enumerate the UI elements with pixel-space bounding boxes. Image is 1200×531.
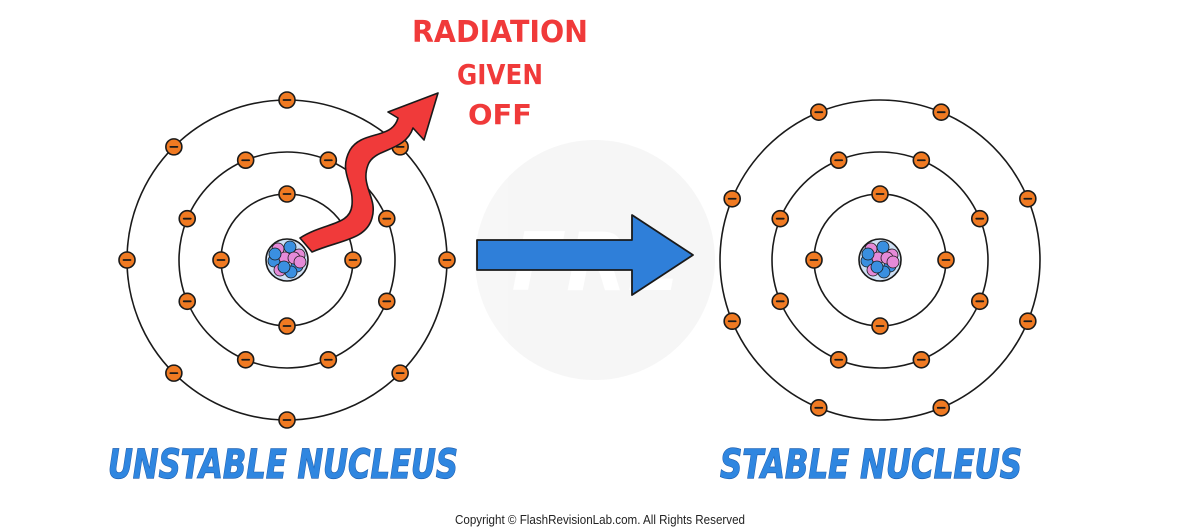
electron-icon: [771, 292, 790, 311]
electron-icon: [236, 350, 255, 369]
unstable-label: UNSTABLE NUCLEUS: [108, 442, 458, 488]
electron-icon: [278, 185, 296, 203]
transition-arrow: [476, 214, 694, 296]
electron-icon: [278, 317, 296, 335]
neutron: [268, 247, 282, 261]
nucleus: [265, 238, 309, 282]
copyright-text: Copyright © FlashRevisionLab.com. All Ri…: [455, 512, 745, 527]
electron-icon: [871, 317, 889, 335]
electron-icon: [932, 103, 951, 121]
neutron: [283, 240, 297, 254]
electron-icon: [178, 209, 197, 228]
electron-icon: [165, 138, 183, 156]
electron-icon: [377, 209, 396, 228]
electron-icon: [165, 364, 183, 382]
electron-icon: [723, 312, 741, 331]
electron-icon: [319, 350, 338, 369]
nucleus: [858, 238, 902, 282]
electron-icon: [344, 251, 362, 269]
electron-icon: [932, 399, 951, 417]
electron-icon: [871, 185, 889, 203]
electron-icon: [278, 91, 296, 109]
electrons: [723, 103, 1037, 417]
radiation-line3: OFF: [468, 98, 532, 131]
electron-icon: [809, 103, 828, 121]
radiation-line2: GIVEN: [457, 58, 543, 91]
electron-icon: [391, 364, 409, 382]
electron-icon: [178, 292, 197, 311]
stable-label: STABLE NUCLEUS: [720, 442, 1022, 488]
electron-icon: [771, 209, 790, 228]
radiation-label: RADIATION GIVEN OFF: [412, 15, 588, 131]
electron-icon: [937, 251, 955, 269]
middle-shell: [771, 151, 989, 369]
electron-icon: [829, 151, 848, 170]
electron-icon: [1019, 189, 1037, 208]
electron-icon: [970, 209, 989, 228]
neutron: [277, 260, 291, 274]
stable-atom: [719, 99, 1041, 421]
electron-icon: [912, 151, 931, 170]
electron-icon: [278, 411, 296, 429]
electron-icon: [236, 151, 255, 170]
electron-icon: [723, 189, 741, 208]
electron-icon: [319, 151, 338, 170]
electron-icon: [212, 251, 230, 269]
unstable-atom: [118, 91, 456, 429]
middle-shell: [178, 151, 396, 369]
electron-icon: [805, 251, 823, 269]
neutron: [876, 240, 890, 254]
electron-icon: [809, 399, 828, 417]
radiation-line1: RADIATION: [412, 15, 588, 50]
outer-shell: [719, 99, 1041, 421]
neutron: [870, 260, 884, 274]
neutron: [861, 247, 875, 261]
electron-icon: [118, 251, 136, 269]
electron-icon: [1019, 312, 1037, 331]
proton: [293, 255, 307, 269]
electron-icon: [970, 292, 989, 311]
radiation-wavy-arrow: [299, 92, 439, 253]
electron-icon: [438, 251, 456, 269]
electrons: [118, 91, 456, 429]
electron-icon: [377, 292, 396, 311]
electron-icon: [829, 350, 848, 369]
electron-icon: [912, 350, 931, 369]
proton: [886, 255, 900, 269]
